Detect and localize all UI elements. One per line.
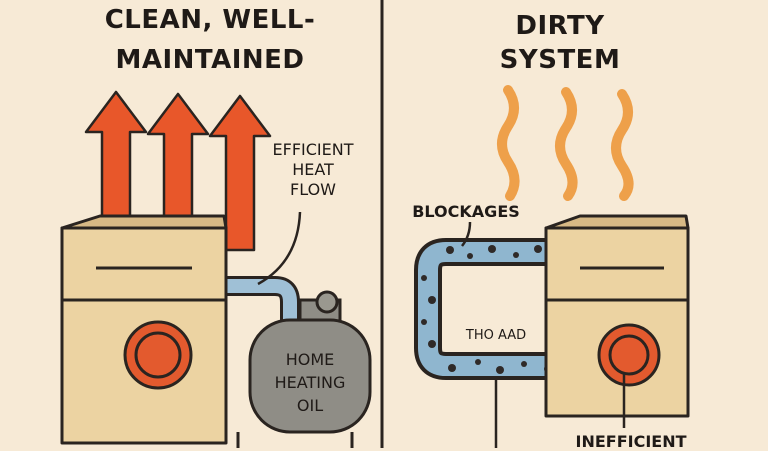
heat-arrow-icon [146, 92, 210, 234]
flow-label: FLOW [290, 180, 336, 199]
blockage-deposits [421, 245, 552, 374]
blocked-pipe [414, 238, 560, 380]
efficient-label: EFFICIENT [272, 140, 354, 159]
heat-wave-icon [611, 89, 634, 201]
furnace-icon [544, 214, 690, 418]
heat-arrow-icon [208, 94, 272, 252]
tank-label-oil: OIL [296, 396, 324, 415]
right-title-line1: DIRTY [515, 11, 605, 41]
burner-icon [597, 323, 661, 387]
pipe-inner-text: THO AAD [465, 328, 527, 343]
left-title-line2: MAINTAINED [115, 45, 305, 75]
heat-waves [497, 85, 634, 201]
blockage-leader [461, 221, 472, 247]
heat-arrow-icon [84, 90, 148, 234]
left-title-line1: CLEAN, WELL- [104, 5, 316, 35]
supply-pipe [225, 276, 300, 336]
furnace-icon [60, 214, 228, 445]
heat-wave-icon [497, 85, 520, 201]
right-title-line2: SYSTEM [499, 45, 621, 75]
oil-tank-icon [236, 290, 372, 448]
heat-arrows [84, 90, 272, 252]
tank-label-heating: HEATING [274, 373, 346, 392]
heat-wave-icon [555, 87, 578, 201]
blockages-label: BLOCKAGES [412, 202, 520, 221]
inefficient-label: INEFFICIENT [575, 432, 687, 451]
annotation-leader [257, 211, 302, 286]
heat-label: HEAT [292, 160, 334, 179]
tank-label-home: HOME [285, 350, 335, 369]
